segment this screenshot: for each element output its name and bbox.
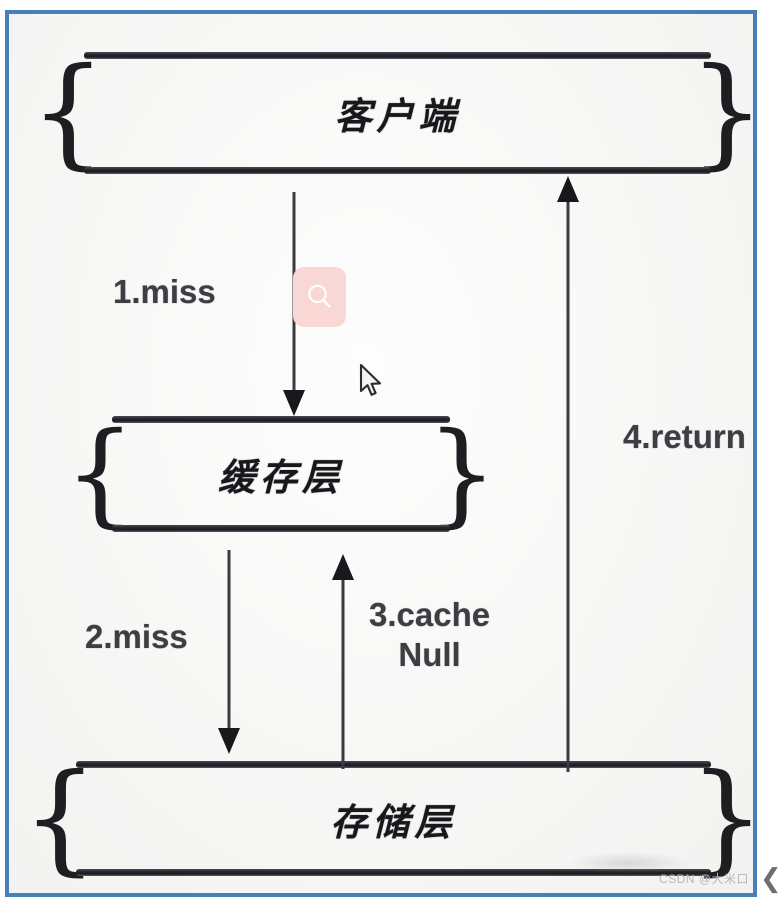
node-cache-right-brace: }	[426, 409, 498, 539]
node-cache-left-brace: {	[64, 409, 136, 539]
arrow-head	[283, 390, 305, 416]
arrow-head	[332, 554, 354, 580]
node-storage-bottom-bar	[76, 869, 711, 876]
node-storage-right-brace: }	[689, 755, 753, 882]
node-client-bottom-bar	[84, 167, 711, 174]
arrow-head	[557, 176, 579, 202]
edge-label-4-return: 4.return	[623, 418, 746, 455]
diagram-frame: { } 客户端 { } 缓存层 { } 存储层	[5, 10, 757, 897]
node-client-left-brace: {	[29, 43, 107, 182]
paper-smudge	[569, 852, 689, 874]
node-storage-top-bar	[76, 761, 711, 768]
arrow-head	[218, 728, 240, 754]
arrow-shaft	[566, 198, 570, 772]
node-storage: { } 存储层	[22, 758, 753, 878]
node-storage-left-brace: {	[21, 748, 99, 888]
node-cache: { } 缓存层	[64, 416, 498, 532]
arrow-storage-to-cache	[332, 554, 354, 769]
node-cache-label: 缓存层	[218, 455, 344, 499]
arrow-shaft	[227, 550, 231, 732]
edge-label-1-miss: 1.miss	[113, 273, 216, 310]
node-client-top-bar	[84, 52, 711, 59]
edge-label-2-miss: 2.miss	[85, 618, 188, 655]
node-client-right-brace: }	[689, 46, 753, 180]
arrow-storage-to-client	[557, 176, 579, 772]
paper-background	[9, 14, 753, 893]
node-cache-bottom-bar	[112, 525, 450, 532]
mouse-pointer-icon	[358, 363, 386, 401]
node-client-label: 客户端	[334, 94, 461, 138]
node-client: { } 客户端	[30, 52, 753, 174]
chevron-left-icon[interactable]: ❮	[760, 866, 779, 892]
search-icon[interactable]	[293, 267, 346, 327]
arrow-shaft	[341, 576, 345, 769]
watermark-text: CSDN @大米口	[658, 872, 749, 886]
arrow-cache-to-storage	[218, 550, 240, 754]
node-cache-top-bar	[112, 416, 450, 423]
edge-label-3-cache-null: 3.cache Null	[369, 596, 491, 674]
node-storage-label: 存储层	[330, 799, 457, 844]
